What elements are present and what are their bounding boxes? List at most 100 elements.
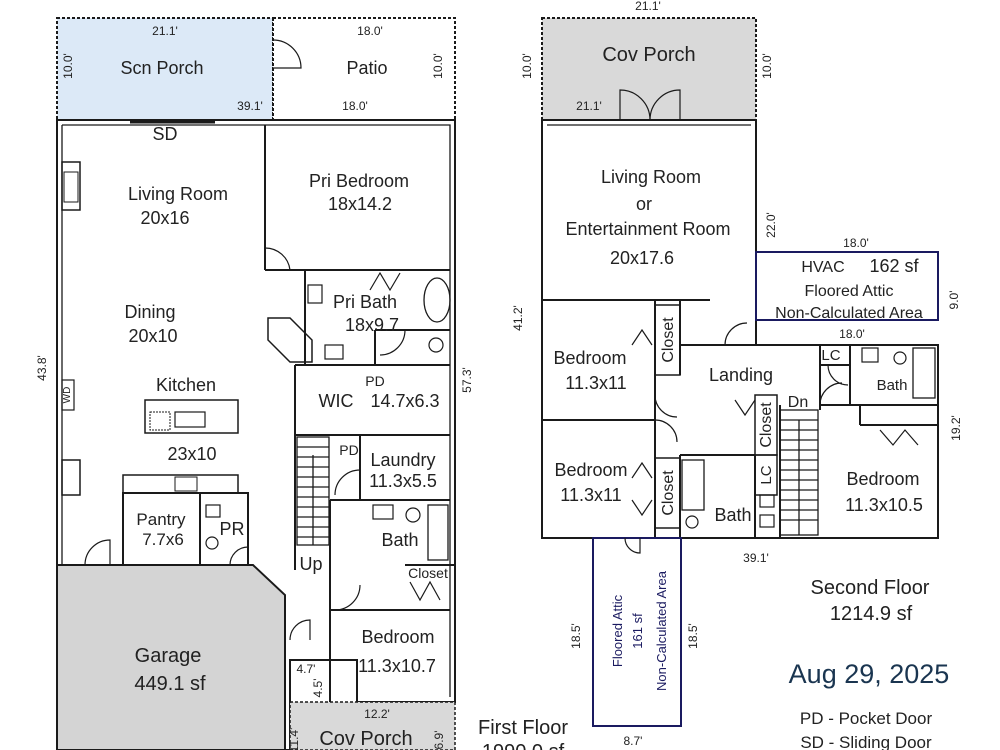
- fridge: [61, 459, 81, 496]
- door-arc: [649, 89, 681, 121]
- tub-pri: [423, 277, 451, 323]
- dim-attic-right: 18.5': [686, 623, 700, 649]
- dim-front-11-4: 11.4': [287, 728, 301, 750]
- door-arc: [289, 619, 311, 641]
- sink-3a: [759, 494, 775, 508]
- dim-first-left: 43.8': [35, 355, 49, 381]
- room-bedroom-3-dim: 11.3x11: [560, 485, 621, 505]
- first-floor-area: 1990.0 sf: [482, 741, 565, 750]
- room-patio: Patio: [346, 58, 387, 78]
- toilet-1: [405, 507, 421, 523]
- tub-1: [427, 504, 449, 561]
- closet-doors: [879, 429, 919, 446]
- dim-cov-bottom: 21.1': [576, 99, 602, 113]
- room-cov-porch-front: Cov Porch: [319, 728, 412, 750]
- attic2-line3: Non-Calculated Area: [654, 570, 669, 691]
- dim-attic-bottom: 8.7': [624, 734, 643, 748]
- closet-4-box: [654, 457, 681, 529]
- room-closet-1: Closet: [408, 565, 448, 581]
- door-arc: [654, 419, 678, 443]
- date-label: Aug 29, 2025: [789, 659, 950, 689]
- door-arc: [827, 364, 849, 386]
- room-bedroom-2: Bedroom: [553, 348, 626, 368]
- room-pri-bedroom-dim: 18x14.2: [328, 194, 392, 214]
- first-floor-label: First Floor: [478, 717, 568, 739]
- room-lc-1: LC: [821, 347, 840, 364]
- kitchen-island: [144, 399, 239, 434]
- room-laundry: Laundry: [370, 450, 435, 470]
- toilet-2: [893, 351, 907, 365]
- door-arc: [264, 247, 291, 271]
- door-arc: [624, 537, 641, 554]
- sink-pri-2: [324, 344, 344, 360]
- cov-porch-rear-area: [541, 17, 757, 121]
- room-closet-2: Closet: [660, 317, 677, 363]
- sink-1: [372, 504, 394, 520]
- room-living: Living Room: [128, 184, 228, 204]
- tub-2: [912, 347, 936, 399]
- dim-first-right: 57.3': [460, 367, 474, 393]
- fireplace-inner: [63, 171, 79, 203]
- dishwasher: [149, 411, 171, 431]
- room-living-2b: or: [636, 194, 652, 214]
- dim-front-4-5: 4.5': [311, 679, 325, 698]
- floored-attic-2: [592, 537, 682, 727]
- door-arc: [334, 469, 361, 496]
- room-pri-bedroom: Pri Bedroom: [309, 171, 409, 191]
- attic2-line1: Floored Attic: [610, 594, 625, 667]
- room-bedroom-2-dim: 11.3x11: [565, 373, 626, 393]
- room-hvac: HVAC: [801, 259, 844, 276]
- toilet-3: [685, 515, 699, 529]
- label-up: Up: [299, 554, 322, 574]
- door-arc: [379, 329, 406, 356]
- toilet-pr: [205, 536, 219, 550]
- sink-2: [861, 347, 879, 363]
- dim-front-12-2: 12.2': [364, 707, 390, 721]
- dim-second-right: 19.2': [949, 415, 963, 441]
- room-garage: Garage: [135, 645, 202, 667]
- room-laundry-dim: 11.3x5.5: [369, 471, 437, 491]
- room-lc-2: LC: [758, 465, 775, 484]
- dim-front-6-9: 6.9': [432, 731, 446, 750]
- dim-hvac-top: 18.0': [843, 236, 869, 250]
- label-dn: Dn: [788, 394, 808, 411]
- closet-2-box: [654, 304, 681, 376]
- door-arc: [619, 89, 651, 121]
- room-closet-4: Closet: [660, 470, 677, 516]
- label-sd: SD: [152, 124, 177, 144]
- room-bedroom-4: Bedroom: [846, 469, 919, 489]
- legend-pd: PD - Pocket Door: [800, 709, 933, 728]
- dim-patio-right: 10.0': [431, 53, 445, 79]
- room-kitchen: Kitchen: [156, 375, 216, 395]
- first-floor: [56, 17, 456, 750]
- dim-cov-right: 10.0': [760, 53, 774, 79]
- hvac-attic: [755, 251, 939, 321]
- room-bath-1: Bath: [381, 530, 418, 550]
- fireplace: [61, 161, 81, 211]
- room-dining: Dining: [124, 302, 175, 322]
- sink-pr: [205, 504, 221, 518]
- sink: [174, 411, 206, 428]
- dim-scn-bottom: 39.1': [237, 99, 263, 113]
- dim-first-top-right: 18.0': [357, 24, 383, 38]
- shower: [267, 317, 313, 363]
- tub-3: [681, 459, 705, 511]
- room-pantry-dim: 7.7x6: [142, 530, 184, 549]
- dim-second-left: 41.2': [511, 305, 525, 331]
- room-bath-2: Bath: [877, 377, 908, 394]
- room-hvac-noncalc: Non-Calculated Area: [775, 305, 923, 322]
- label-wd: WD: [62, 387, 73, 404]
- dim-patio-bottom: 18.0': [342, 99, 368, 113]
- stairs-second: [779, 409, 819, 536]
- door-arc: [654, 394, 678, 418]
- dim-attic-left: 18.5': [569, 623, 583, 649]
- pri-bath-doors: [369, 271, 401, 292]
- door-arc: [724, 322, 748, 346]
- stairs-first: [296, 436, 330, 546]
- wd-unit: [61, 379, 75, 411]
- label-wic-pd: PD: [365, 373, 384, 389]
- room-cov-porch-rear: Cov Porch: [602, 44, 695, 66]
- door-arc: [272, 39, 302, 69]
- cooktop: [174, 476, 198, 492]
